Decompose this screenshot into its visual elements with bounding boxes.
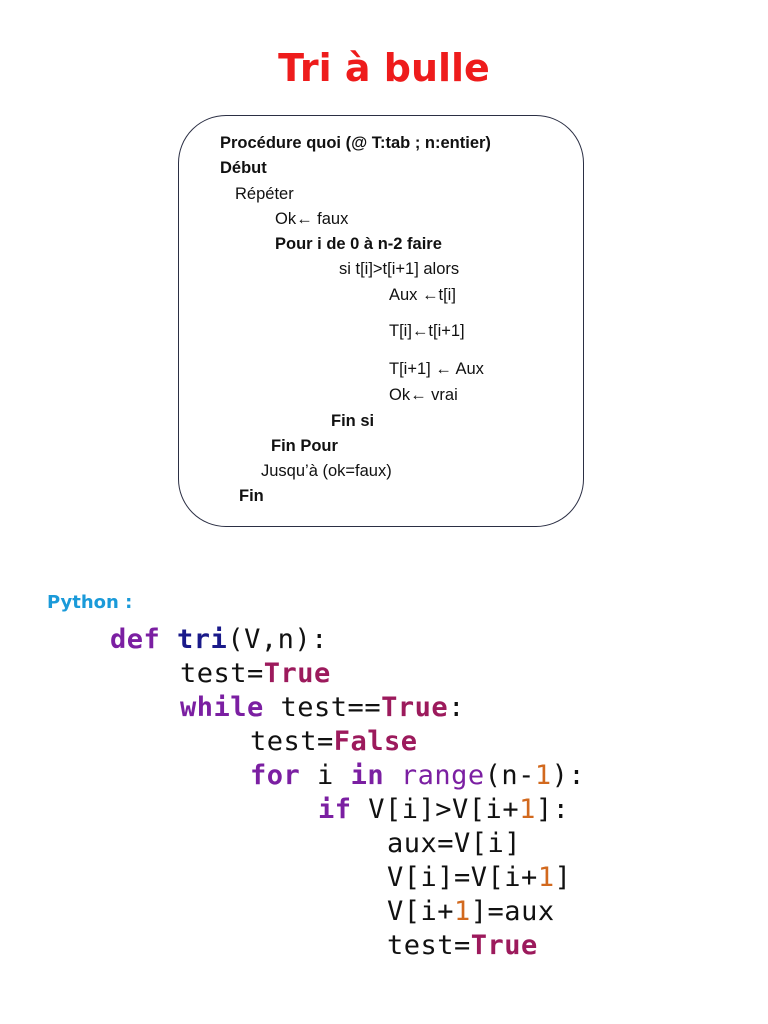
code-token: if bbox=[318, 794, 352, 825]
code-line: while test==True: bbox=[180, 692, 465, 723]
code-token: for bbox=[250, 760, 301, 791]
code-token bbox=[384, 760, 401, 791]
algorithm-line: Procédure quoi (@ T:tab ; n:entier) bbox=[220, 134, 491, 152]
algorithm-line: Fin si bbox=[331, 412, 375, 430]
code-token: range bbox=[400, 760, 485, 791]
code-line: V[i]=V[i+1] bbox=[387, 862, 571, 893]
code-line: for i in range(n-1): bbox=[250, 760, 585, 791]
code-token: in bbox=[350, 760, 385, 791]
code-token: V[i+ bbox=[387, 896, 455, 927]
code-token: 1 bbox=[454, 896, 471, 927]
code-token: True bbox=[470, 930, 538, 961]
python-label: Python : bbox=[47, 592, 133, 613]
code-token: test= bbox=[387, 930, 471, 961]
code-token: V[i]>V[i+ bbox=[351, 794, 520, 825]
code-token: while bbox=[180, 692, 264, 723]
code-token: test== bbox=[263, 692, 382, 723]
code-token: 1 bbox=[519, 794, 536, 825]
code-token bbox=[160, 624, 177, 655]
code-token: (n- bbox=[484, 760, 535, 791]
algorithm-line: Répéter bbox=[235, 185, 294, 203]
code-token: i bbox=[300, 760, 351, 791]
code-token: : bbox=[448, 692, 465, 723]
code-line: aux=V[i] bbox=[387, 828, 521, 859]
code-line: def tri(V,n): bbox=[110, 624, 328, 655]
code-line: if V[i]>V[i+1]: bbox=[318, 794, 569, 825]
algorithm-line: si t[i]>t[i+1] alors bbox=[339, 260, 460, 278]
algorithm-line: Aux ←t[i] bbox=[389, 286, 456, 304]
algorithm-line: T[i]←t[i+1] bbox=[389, 322, 465, 340]
algorithm-line: T[i+1] ← Aux bbox=[389, 360, 484, 378]
algorithm-line: Fin bbox=[239, 487, 264, 505]
code-line: test=False bbox=[250, 726, 418, 757]
code-token: test= bbox=[180, 658, 264, 689]
page-title: Tri à bulle bbox=[278, 46, 490, 90]
code-token: False bbox=[333, 726, 418, 757]
code-token: (V,n): bbox=[227, 624, 328, 655]
algorithm-box: Procédure quoi (@ T:tab ; n:entier) Débu… bbox=[178, 115, 584, 527]
code-token: ]: bbox=[535, 794, 570, 825]
code-token: 1 bbox=[537, 862, 555, 893]
code-token: ] bbox=[554, 862, 572, 893]
algorithm-line: Ok← faux bbox=[275, 210, 349, 228]
algorithm-line: Jusqu’à (ok=faux) bbox=[261, 462, 392, 480]
code-token: True bbox=[263, 658, 331, 689]
algorithm-line: Début bbox=[220, 159, 267, 177]
code-token: ]=aux bbox=[470, 896, 555, 927]
algorithm-line: Ok← vrai bbox=[389, 386, 458, 404]
code-token: tri bbox=[177, 624, 228, 655]
code-token: ): bbox=[551, 760, 586, 791]
code-token: 1 bbox=[534, 760, 552, 791]
code-line: V[i+1]=aux bbox=[387, 896, 555, 927]
code-token: test= bbox=[250, 726, 334, 757]
code-token: V[i]=V[i+ bbox=[387, 862, 538, 893]
code-token: def bbox=[110, 624, 161, 655]
code-line: test=True bbox=[180, 658, 331, 689]
code-line: test=True bbox=[387, 930, 538, 961]
code-token: True bbox=[381, 692, 449, 723]
algorithm-line: Fin Pour bbox=[271, 437, 338, 455]
algorithm-line: Pour i de 0 à n-2 faire bbox=[275, 235, 442, 253]
code-token: aux=V[i] bbox=[387, 828, 522, 859]
